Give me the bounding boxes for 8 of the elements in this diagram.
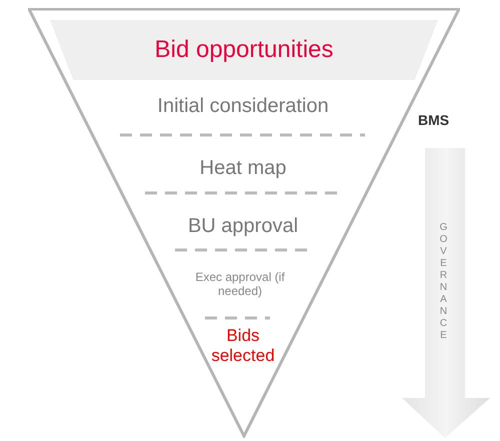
arrow-label: GOVERNANCE (438, 222, 449, 342)
stage-text: Exec approval (if needed) (194, 270, 286, 299)
stage-text: Heat map (198, 156, 288, 180)
result-text: Bids selected (210, 326, 276, 367)
heading-band: Bid opportunities (50, 20, 438, 80)
stage-text: Initial consideration (156, 94, 330, 118)
arrow-heading: BMS (418, 112, 450, 128)
stage-text: BU approval (186, 214, 300, 238)
